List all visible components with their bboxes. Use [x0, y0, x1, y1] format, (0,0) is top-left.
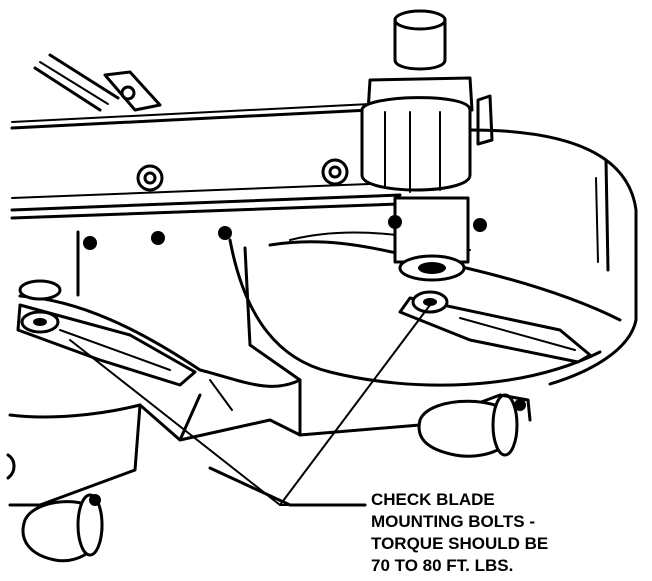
- callout-line-3: TORQUE SHOULD BE: [371, 534, 549, 553]
- deck-baffles: [8, 246, 502, 507]
- frame-tube: [33, 53, 162, 112]
- right-blade: [398, 290, 592, 364]
- callout-line-4: 70 TO 80 FT. LBS.: [371, 556, 514, 575]
- callout-line-1: CHECK BLADE: [371, 490, 495, 509]
- left-blade: [16, 279, 197, 387]
- spindle-pulley: [360, 9, 494, 282]
- caster-wheels: [6, 393, 532, 563]
- callout-line-2: MOUNTING BOLTS -: [371, 512, 535, 531]
- deck-housing: [18, 128, 638, 388]
- deck-top-rail: [10, 103, 402, 220]
- torque-callout: CHECK BLADE MOUNTING BOLTS - TORQUE SHOU…: [371, 489, 641, 577]
- rail-bolts: [83, 158, 402, 250]
- callout-leaders: [69, 304, 431, 506]
